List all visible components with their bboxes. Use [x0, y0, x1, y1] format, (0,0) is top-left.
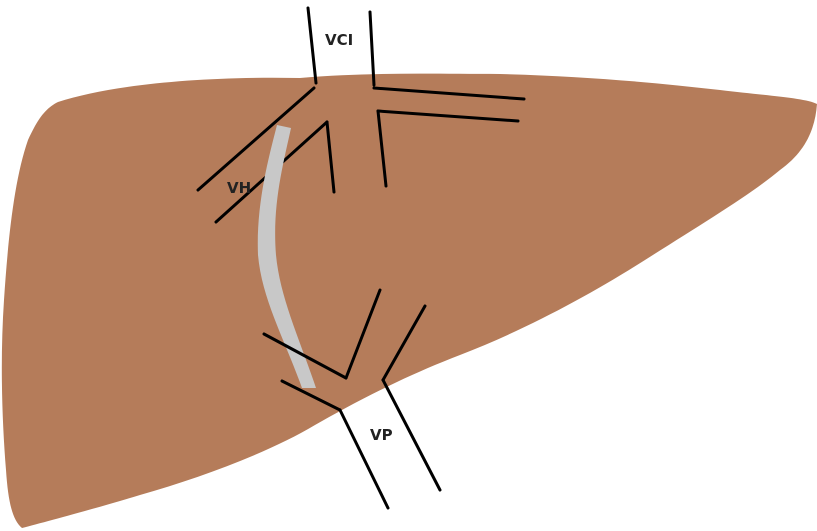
liver-shape [2, 74, 817, 528]
vci-label: VCI [325, 31, 353, 49]
vp-label: VP [370, 426, 393, 444]
vh-label: VH [227, 179, 251, 197]
